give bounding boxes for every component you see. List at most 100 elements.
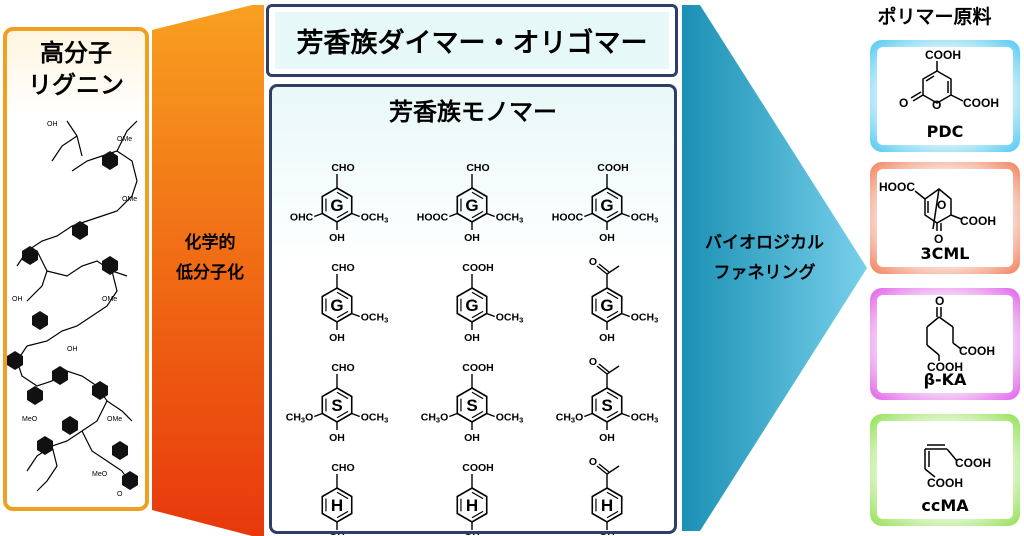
pdc-structure: COOH O O COOH	[899, 48, 999, 112]
top-substituent-label: COOH	[597, 162, 629, 174]
product-card-pdc: COOH O O COOH PDC	[870, 40, 1020, 152]
monomer-G-3: G CHO OH OCH3	[321, 262, 389, 344]
bond	[606, 365, 620, 375]
acetyl-o-label: O	[589, 356, 597, 368]
bottom-substituent-label: OH	[599, 332, 615, 344]
pdc-cooh-right: COOH	[963, 96, 999, 110]
ring-type-label: S	[601, 396, 612, 415]
top-substituent-label: CHO	[466, 162, 489, 174]
bottom-substituent-label: OH	[329, 232, 345, 244]
bond	[621, 412, 630, 418]
lignin-panel: 高分子 リグニン OH OMe OMe	[3, 27, 149, 511]
bottom-substituent-label: OH	[329, 432, 345, 444]
bond	[621, 212, 630, 218]
double-bond	[606, 210, 619, 219]
depolymerization-arrow	[152, 5, 264, 536]
top-substituent-label: CHO	[331, 162, 354, 174]
double-bond	[471, 491, 484, 500]
bottom-substituent-label: OH	[599, 232, 615, 244]
lignin-structure: OH OMe OMe OMe OH OH OMe MeO MeO O	[7, 120, 138, 498]
right-substituent-label: OCH3	[361, 312, 389, 325]
bond	[621, 312, 630, 318]
ccma-cooh-1: COOH	[955, 456, 991, 470]
top-substituent-label: COOH	[462, 362, 494, 374]
left-substituent-label: HOOC	[552, 212, 584, 224]
bond	[584, 212, 593, 218]
acetyl-o-label: O	[589, 456, 597, 468]
double-bond	[606, 310, 619, 319]
funneling-label-line2: ファネリング	[713, 263, 816, 283]
product-label-beta-ka: β-KA	[923, 370, 967, 389]
3cml-hooc: HOOC	[879, 180, 915, 194]
bond	[596, 265, 608, 275]
lignin-ome-label: OMe	[117, 136, 132, 143]
right-substituent-label: OCH3	[496, 312, 524, 325]
bond	[598, 263, 610, 273]
double-bond	[606, 291, 619, 300]
left-substituent-label: OHC	[290, 212, 314, 224]
ring-type-label: G	[330, 296, 343, 315]
bond	[596, 365, 608, 375]
double-bond	[471, 310, 484, 319]
beta-ka-structure: O COOH COOH	[926, 294, 995, 374]
bottom-substituent-label: OH	[329, 332, 345, 344]
double-bond	[336, 510, 349, 519]
dimer-oligomer-box: 芳香族ダイマー・オリゴマー	[266, 4, 678, 77]
lignin-ome-label: OMe	[107, 416, 122, 423]
product-label-3cml: 3CML	[920, 244, 970, 263]
bond	[596, 465, 608, 475]
bond	[598, 463, 610, 473]
lignin-oh-label: OH	[47, 121, 58, 128]
top-substituent-label: CHO	[331, 362, 354, 374]
bond	[598, 363, 610, 373]
funneling-label-line1: バイオロジカル	[705, 233, 824, 253]
double-bond	[471, 210, 484, 219]
double-bond	[471, 291, 484, 300]
bond	[606, 265, 620, 275]
funneling-label: バイオロジカル ファネリング	[682, 228, 847, 288]
product-label-pdc: PDC	[926, 122, 964, 141]
double-bond	[606, 491, 619, 500]
bond	[486, 312, 495, 318]
bond	[351, 212, 360, 218]
bottom-substituent-label: OH	[464, 532, 480, 535]
right-substituent-label: OCH3	[361, 412, 389, 425]
bottom-substituent-label: OH	[464, 232, 480, 244]
ring-type-label: G	[600, 296, 613, 315]
bond	[486, 212, 495, 218]
product-card-ccma: COOH COOH ccMA	[870, 414, 1020, 526]
bottom-substituent-label: OH	[464, 432, 480, 444]
double-bond	[336, 391, 349, 400]
bond	[351, 412, 360, 418]
depolymerization-label-line1: 化学的	[184, 233, 236, 253]
pdc-keto-o: O	[899, 96, 908, 110]
lignin-ome-label: OMe	[122, 196, 137, 203]
right-substituent-label: OCH3	[631, 212, 659, 225]
ccma-structure: COOH COOH	[924, 444, 991, 490]
double-bond	[336, 291, 349, 300]
double-bond	[336, 410, 349, 419]
products-title: ポリマー原料	[877, 6, 992, 28]
ring-type-label: G	[600, 196, 613, 215]
lignin-title-line1: 高分子	[40, 39, 112, 67]
ring-type-label: H	[466, 496, 478, 515]
ring-type-label: G	[465, 196, 478, 215]
lignin-o-label: O	[117, 491, 123, 498]
bond	[314, 412, 323, 418]
pdc-ring-o: O	[932, 98, 941, 112]
product-label-ccma: ccMA	[921, 496, 969, 515]
top-substituent-label: CHO	[331, 262, 354, 274]
beta-ka-cooh-2: COOH	[927, 360, 963, 374]
top-substituent-label: COOH	[462, 262, 494, 274]
bond	[606, 465, 620, 475]
double-bond	[606, 510, 619, 519]
beta-ka-keto-o: O	[935, 295, 944, 308]
ring-type-label: G	[465, 296, 478, 315]
